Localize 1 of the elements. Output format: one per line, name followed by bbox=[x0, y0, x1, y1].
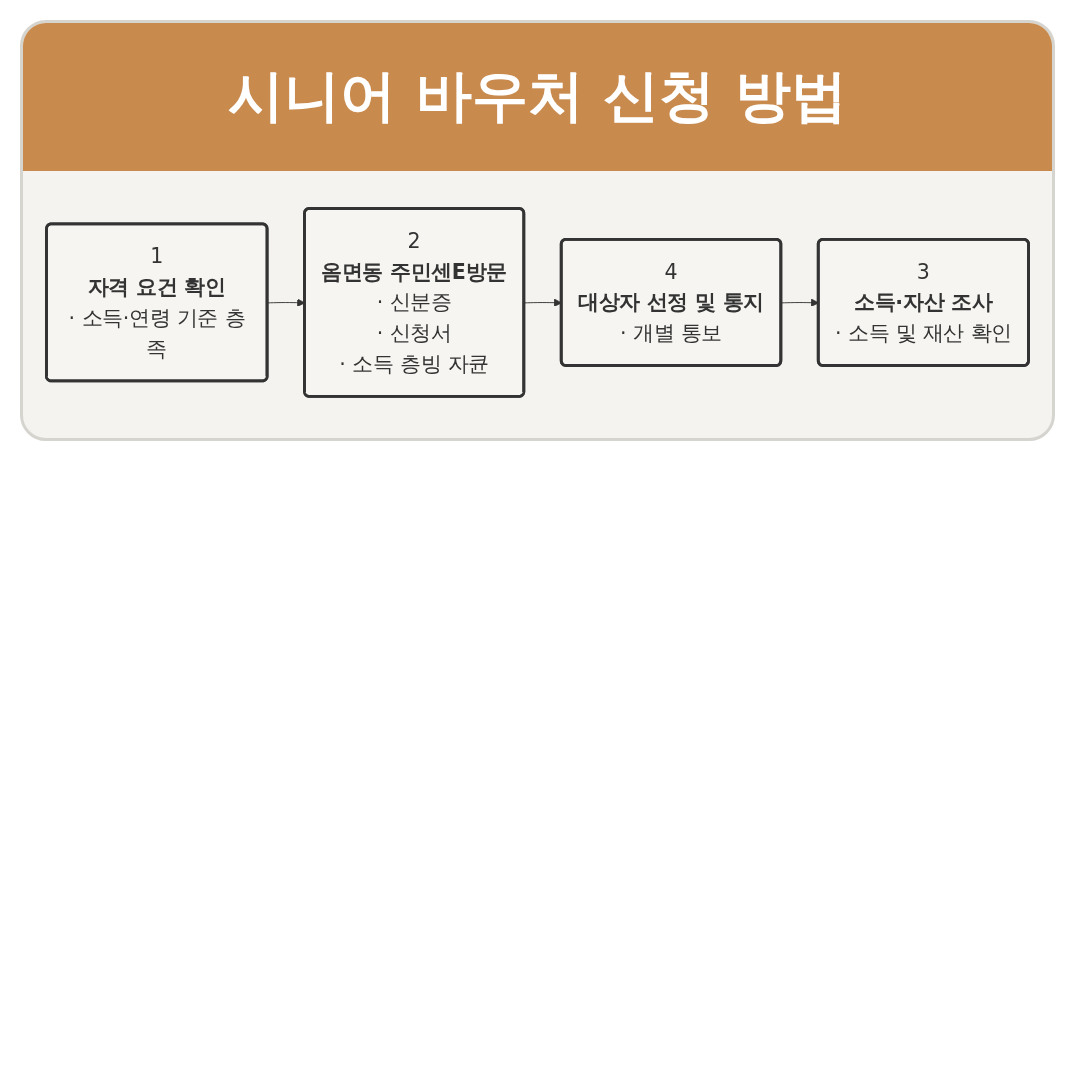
title: 시니어 바우처 신청 방법 bbox=[23, 23, 1052, 171]
